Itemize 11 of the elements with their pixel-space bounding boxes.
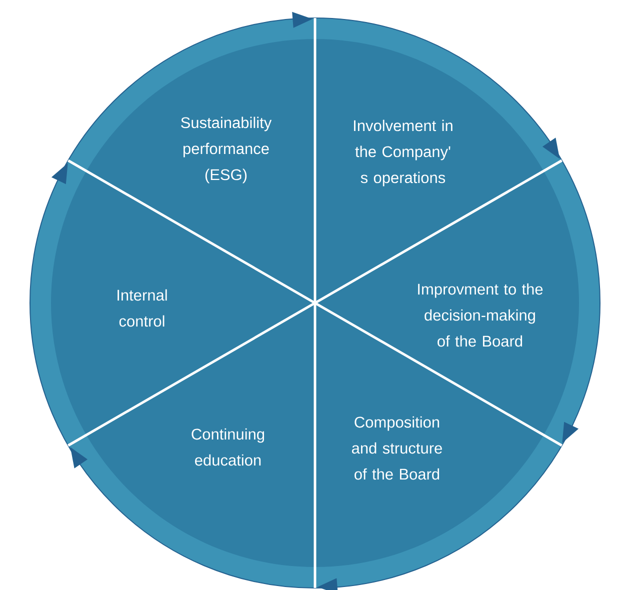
sector: [315, 303, 544, 567]
sector-label: Composition and structure of the Board: [352, 416, 442, 480]
sector: [86, 39, 315, 303]
sector-label: Sustainability performance (ESG): [181, 116, 272, 184]
sector-label: Internal control: [118, 289, 167, 327]
sector-label: Continuing education: [192, 428, 264, 466]
sector: [86, 303, 315, 567]
sector-label: Involvement in the Company' s operations: [354, 120, 452, 186]
sector: [315, 39, 544, 303]
sector-label: Improvment to the decision-making of the Board: [418, 283, 543, 347]
sector: [315, 171, 579, 435]
